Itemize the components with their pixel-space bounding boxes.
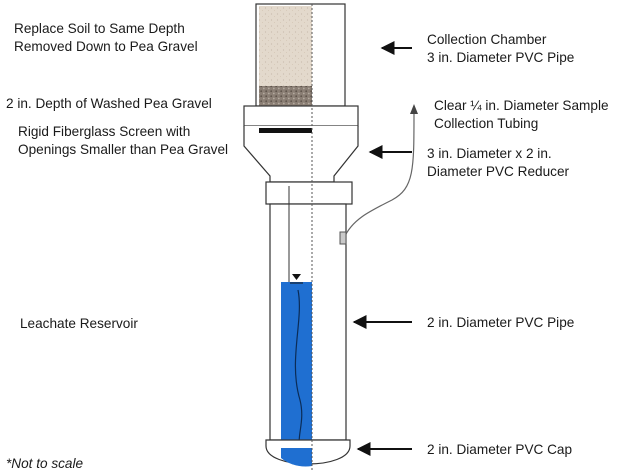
tubing-fitting bbox=[339, 231, 347, 245]
label-pvc-reducer: 3 in. Diameter x 2 in. Diameter PVC Redu… bbox=[427, 146, 570, 179]
label-pea-gravel: 2 in. Depth of Washed Pea Gravel bbox=[6, 96, 212, 111]
label-not-to-scale: *Not to scale bbox=[6, 456, 84, 471]
water-level-marker bbox=[292, 274, 301, 280]
soil-layer bbox=[259, 6, 312, 86]
fiberglass-screen bbox=[259, 128, 312, 133]
label-pvc-pipe: 2 in. Diameter PVC Pipe bbox=[427, 315, 575, 330]
pvc-reducer bbox=[243, 105, 359, 205]
label-leachate-reservoir: Leachate Reservoir bbox=[20, 316, 138, 331]
pvc-cap bbox=[265, 439, 351, 467]
label-fiberglass-screen: Rigid Fiberglass Screen with Openings Sm… bbox=[18, 124, 229, 157]
reservoir-pipe bbox=[269, 203, 347, 453]
tubing-in-reservoir bbox=[294, 289, 303, 453]
label-collection-tubing: Clear ¼ in. Diameter Sample Collection T… bbox=[434, 98, 609, 131]
leachate-fill bbox=[281, 282, 312, 448]
sample-collection-tubing bbox=[343, 111, 415, 239]
label-collection-chamber: Collection Chamber 3 in. Diameter PVC Pi… bbox=[427, 32, 575, 65]
label-replace-soil: Replace Soil to Same Depth Removed Down … bbox=[14, 21, 198, 54]
label-pvc-cap: 2 in. Diameter PVC Cap bbox=[427, 442, 573, 457]
tubing-tip bbox=[410, 104, 418, 114]
